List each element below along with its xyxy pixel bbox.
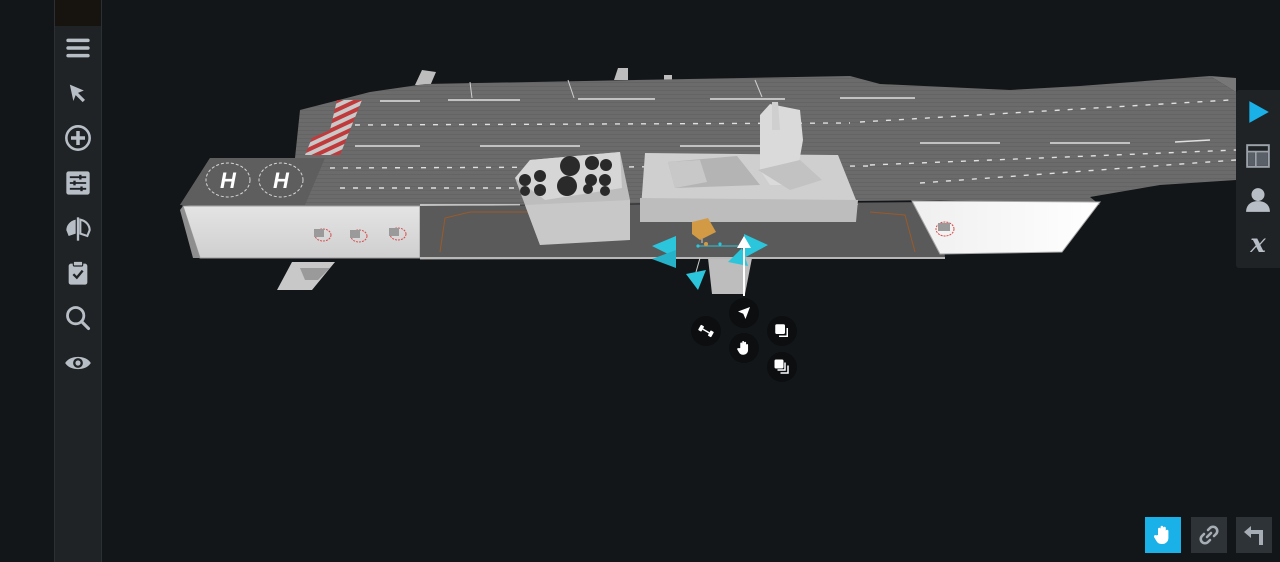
pan-mode-button[interactable] — [1145, 517, 1181, 553]
gizmo-duplicate-button[interactable] — [767, 352, 797, 382]
select-tool-button[interactable] — [55, 74, 101, 114]
island-superstructure — [640, 102, 858, 222]
dumbbell-scale-icon — [698, 324, 714, 338]
link-icon — [1199, 525, 1219, 545]
hand-icon — [737, 341, 749, 355]
transform-gizmo[interactable] — [652, 218, 768, 296]
y-axis-handle[interactable] — [737, 236, 751, 248]
variable-x-icon: x — [1250, 229, 1266, 259]
missile-launcher — [515, 152, 630, 245]
hull-strut-rear — [708, 258, 752, 294]
symmetry-mirror-icon — [66, 217, 91, 241]
search-button[interactable] — [55, 298, 101, 338]
undo-arrow-icon — [1244, 526, 1263, 545]
bow-turrets — [314, 227, 407, 243]
play-icon — [1249, 101, 1269, 123]
deck-dashed-markings — [329, 99, 1237, 189]
bow-hull — [182, 205, 421, 259]
hamburger-menu-icon — [66, 38, 90, 58]
cursor-arrow-icon — [738, 307, 750, 319]
cursor-arrow-icon — [69, 84, 85, 103]
mast-small — [664, 75, 672, 81]
gizmo-move-button[interactable] — [729, 333, 759, 363]
variables-button[interactable]: x — [1236, 222, 1280, 266]
undo-button[interactable] — [1236, 517, 1272, 553]
gizmo-select-button[interactable] — [729, 298, 759, 328]
copy-icon — [775, 324, 788, 337]
helipad-label-1: H — [220, 168, 237, 193]
mast-mid — [614, 68, 628, 80]
left-toolbar — [54, 0, 102, 562]
hatched-danger-zone — [305, 100, 362, 155]
view-button[interactable] — [55, 343, 101, 383]
rotation-handle[interactable] — [692, 218, 716, 240]
user-button[interactable] — [1236, 178, 1280, 222]
properties-button[interactable] — [55, 163, 101, 203]
gizmo-copy-button[interactable] — [767, 316, 797, 346]
duplicate-icon — [774, 359, 789, 374]
mast-left — [415, 70, 436, 86]
deck-markings — [355, 97, 1211, 206]
helipad-area: H H — [180, 158, 325, 205]
toolbar-header-slot — [55, 0, 101, 26]
menu-button[interactable] — [55, 28, 101, 68]
x-axis-handle-right[interactable] — [744, 234, 768, 258]
link-button[interactable] — [1191, 517, 1227, 553]
hull-strut-front — [277, 262, 335, 290]
play-button[interactable] — [1236, 90, 1280, 134]
gizmo-scale-button[interactable] — [691, 316, 721, 346]
sliders-icon — [66, 171, 90, 195]
flight-deck — [180, 76, 1236, 206]
stern-hull — [911, 200, 1102, 255]
user-icon — [1246, 188, 1270, 212]
z-axis-handle[interactable] — [686, 270, 706, 290]
right-toolbar: x — [1236, 90, 1280, 268]
plus-circle-icon — [65, 125, 91, 151]
add-object-button[interactable] — [55, 118, 101, 158]
hand-icon — [1153, 525, 1169, 544]
eye-icon — [65, 356, 91, 370]
layout-panels-icon — [1246, 144, 1270, 168]
layout-button[interactable] — [1236, 134, 1280, 178]
clipboard-check-icon — [68, 260, 88, 285]
mirror-button[interactable] — [55, 209, 101, 249]
checklist-button[interactable] — [55, 253, 101, 293]
magnifier-icon — [66, 306, 91, 331]
helipad-label-2: H — [273, 168, 290, 193]
